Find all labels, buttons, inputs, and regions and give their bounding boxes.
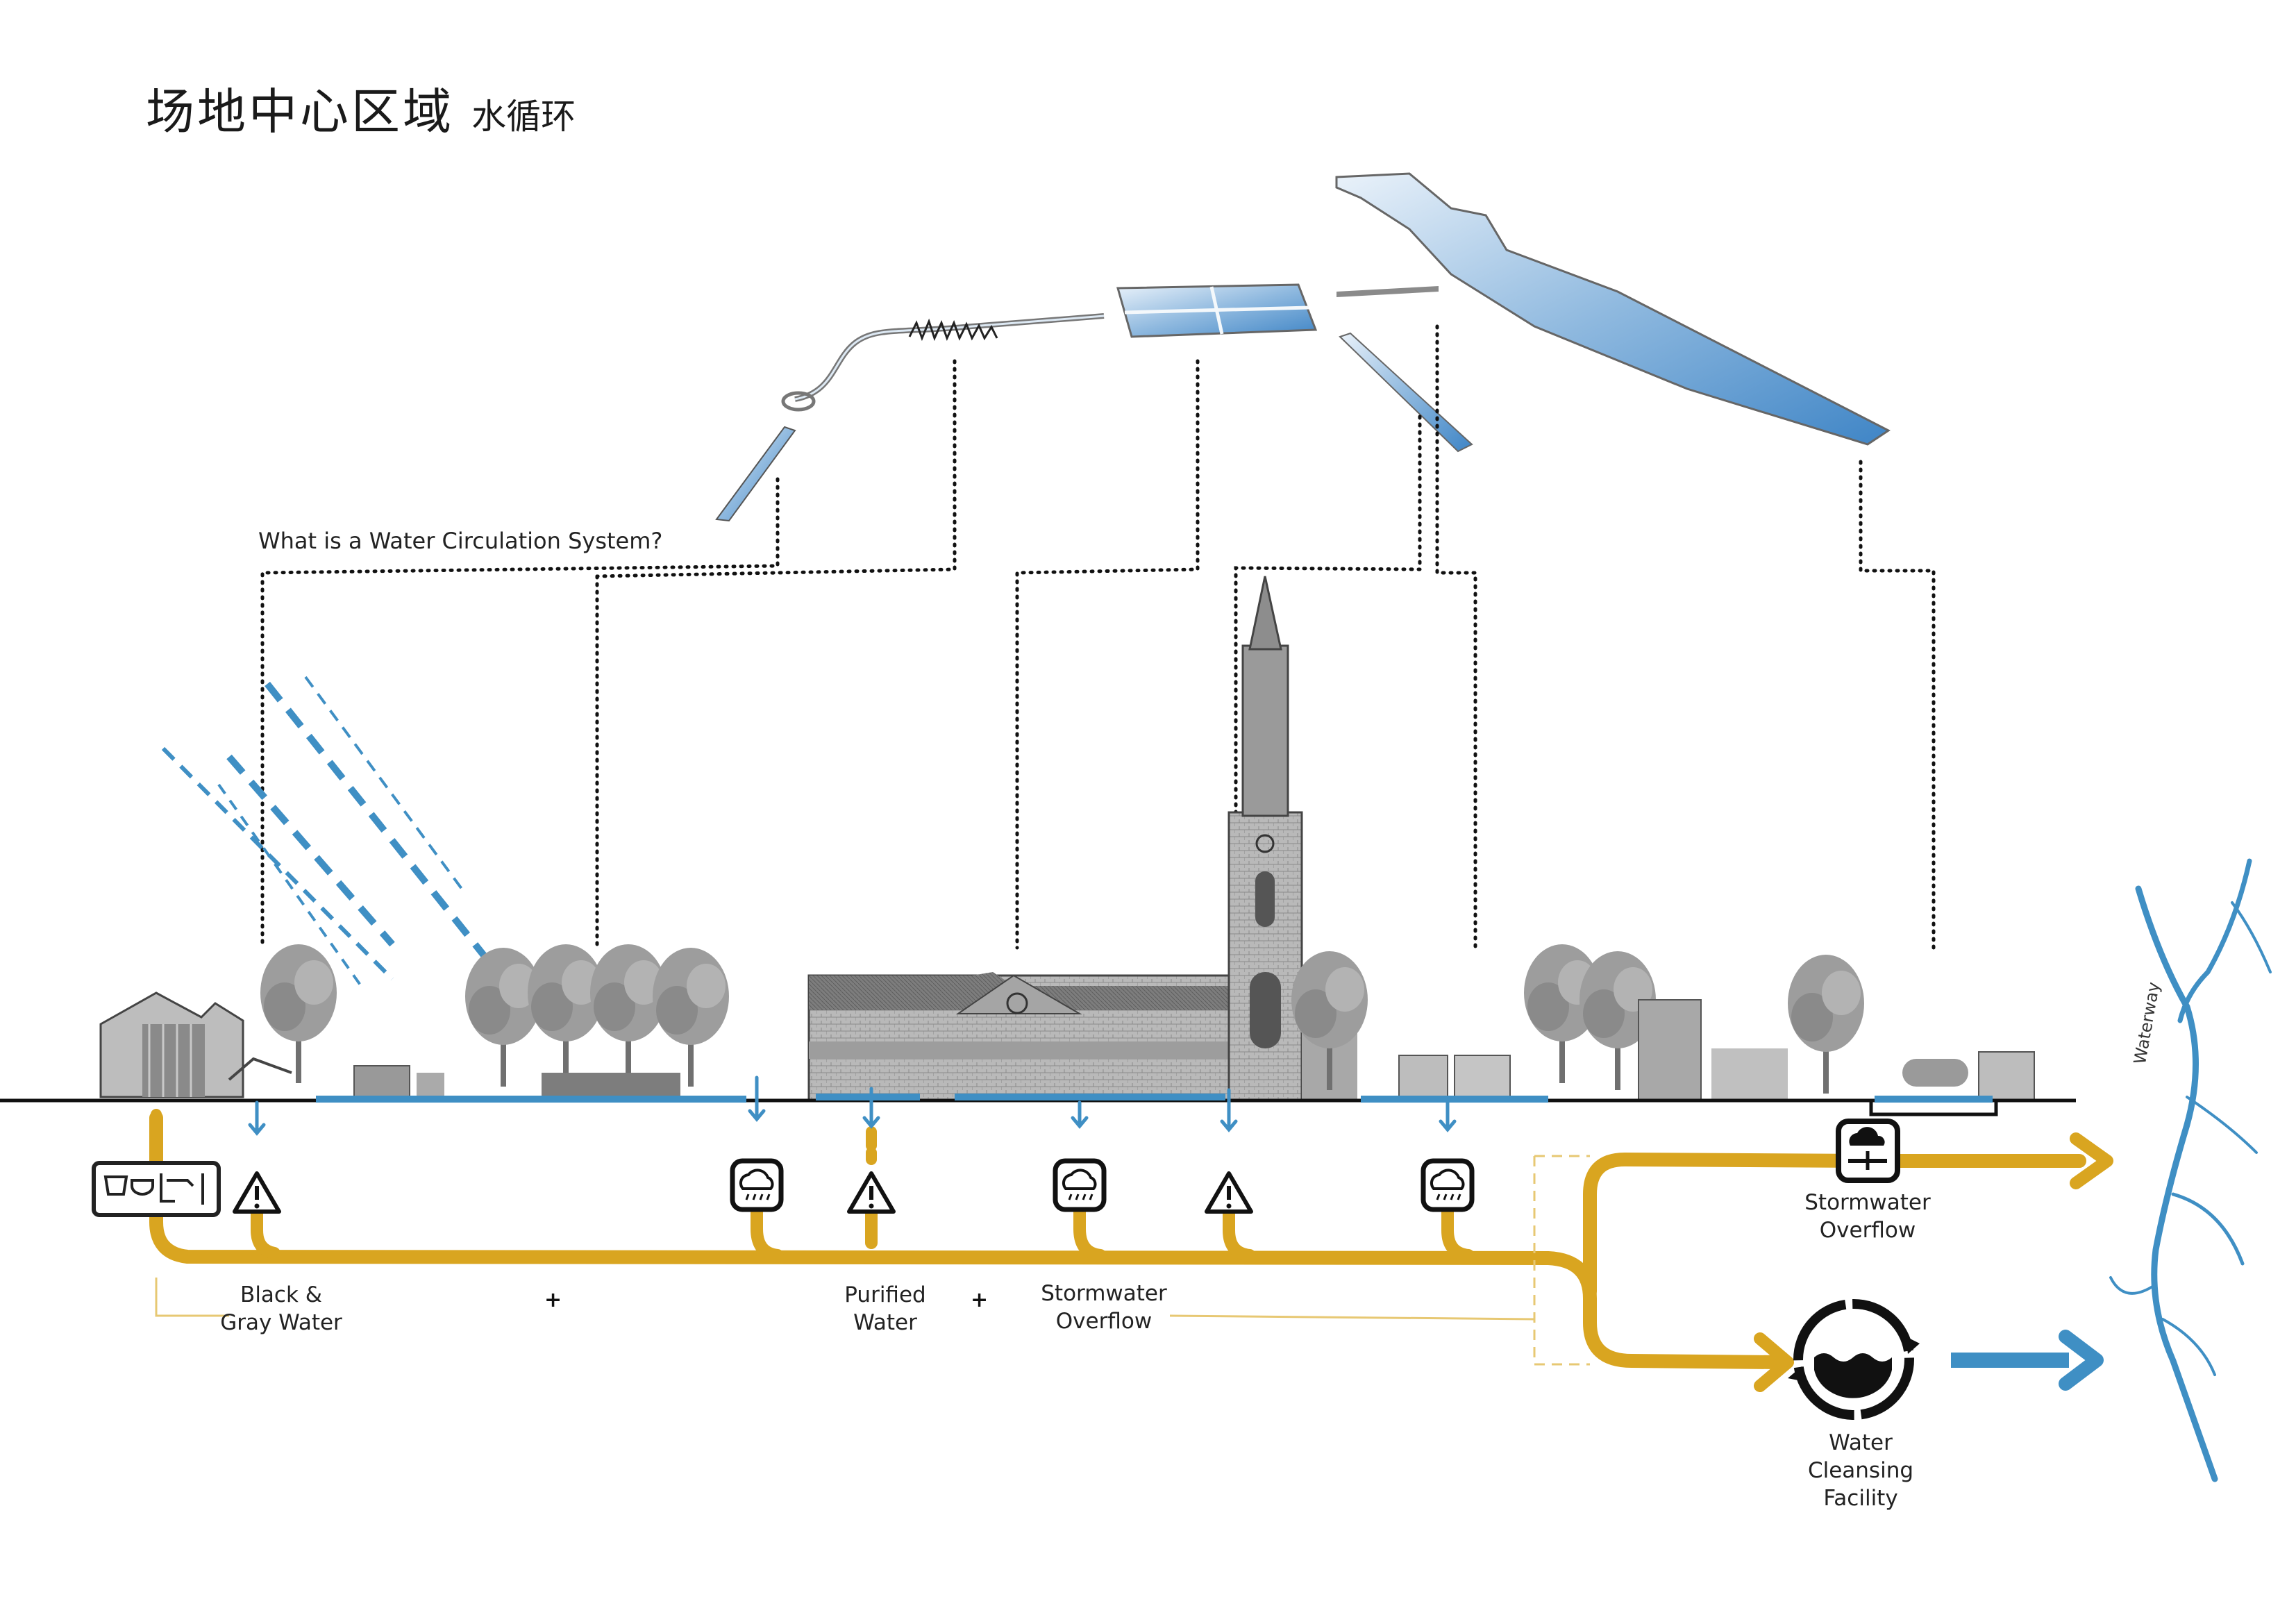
warning-icon [1205, 1171, 1253, 1214]
stormwater-overflow-icon [1836, 1119, 1900, 1183]
rain-icon [730, 1158, 784, 1212]
waterway-river [2109, 858, 2272, 1482]
streetscape [99, 576, 2035, 1102]
aerial-pool-1 [715, 426, 796, 522]
leader-lines [260, 324, 1936, 950]
blue-drop-arrows [248, 1075, 1457, 1136]
aerial-pool-3 [1339, 332, 1473, 453]
aerial-canal [1335, 172, 1891, 446]
church-tower [1227, 811, 1303, 1102]
title-sub: 水循环 [471, 97, 576, 137]
water-cleansing-cycle-icon [1788, 1299, 1920, 1420]
church-spire [1248, 576, 1282, 651]
page-title: 场地中心区域 水循环 [146, 73, 576, 143]
black-gray-water-label: Black & Gray Water [220, 1282, 342, 1335]
rain-icon [1053, 1158, 1107, 1212]
purified-water-label: Purified Water [844, 1282, 926, 1335]
plus-sign-2: + [971, 1288, 989, 1312]
stormwater-overflow-label: Stormwater Overflow [1041, 1281, 1167, 1334]
ground-section [0, 1094, 2076, 1116]
plus-sign-1: + [544, 1288, 562, 1312]
title-main: 场地中心区域 [146, 83, 454, 140]
aerial-reed-bed [908, 318, 998, 342]
rain-dashes [161, 676, 517, 996]
aerial-bar-1 [1336, 286, 1439, 297]
yellow-pipe-network [149, 1109, 2086, 1369]
rain-icon [1421, 1158, 1475, 1212]
outflow-arrow [1951, 1330, 2104, 1391]
pipe-arrowheads [1754, 1132, 2113, 1392]
question-label: What is a Water Circulation System? [258, 528, 663, 554]
warning-icon [233, 1171, 281, 1214]
connector-lines [155, 1155, 1590, 1366]
household-fixtures-icon [92, 1161, 221, 1217]
main-collector-pipe [149, 1111, 1784, 1369]
stormwater-overflow-right-label: Stormwater Overflow [1804, 1190, 1931, 1243]
warning-icon [847, 1171, 896, 1214]
water-cleansing-label: Water Cleansing Facility [1807, 1430, 1914, 1511]
aerial-water-elements [715, 172, 1891, 522]
